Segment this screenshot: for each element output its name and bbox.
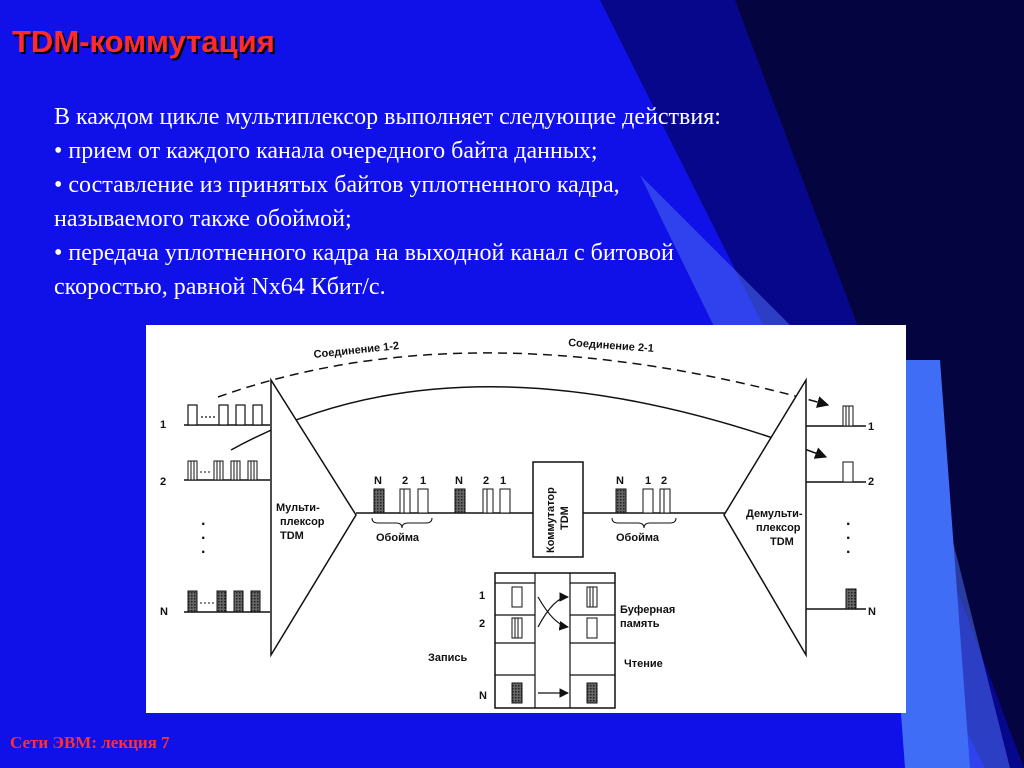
buffer-cross-arrow-1: [537, 596, 569, 631]
right-slot-n: N: [616, 475, 624, 487]
right-frame-brace: [611, 517, 677, 529]
input-ellipsis-1: ·: [201, 516, 206, 533]
tdm-switch-box: [532, 461, 584, 558]
read-label: Чтение: [624, 658, 663, 670]
buffer-row-1: 1: [479, 590, 485, 602]
input-channel-2-bytes: [187, 460, 258, 481]
output-ellipsis-2: ·: [846, 530, 851, 547]
left-slot-n-2: N: [455, 475, 463, 487]
connection-1-2-arc: [217, 352, 830, 408]
demultiplexer-shape: [723, 377, 807, 658]
bullet-2-line-1: • составление из принятых байтов уплотне…: [54, 172, 620, 198]
buffer-cross-arrow-2: [537, 592, 569, 628]
left-frame-label: Обойма: [376, 532, 420, 544]
input-ellipsis-3: ·: [201, 544, 206, 561]
left-slot-2-2: 2: [483, 475, 489, 487]
left-frame-slots: [373, 488, 511, 514]
tdm-switch-label-1: Коммутатор: [545, 487, 557, 553]
buffer-row-2: 2: [479, 618, 485, 630]
left-frame-brace: [371, 517, 433, 529]
input-ellipsis-2: ·: [201, 530, 206, 547]
input-label-2: 2: [160, 476, 166, 488]
right-frame-slots: [615, 488, 671, 514]
demultiplexer-label-1: Демульти-: [746, 508, 803, 520]
bullet-3-line-2: скоростью, равной Nx64 Кбит/с.: [54, 274, 386, 300]
input-label-1: 1: [160, 419, 166, 431]
multiplexer-shape: [270, 377, 357, 658]
input-channel-n-bytes: [187, 590, 261, 613]
right-slot-2: 2: [661, 475, 667, 487]
input-label-n: N: [160, 606, 168, 618]
input-channel-1-bytes: [187, 404, 263, 426]
bullet-3-line-1: • передача уплотненного кадра на выходно…: [54, 240, 674, 266]
intro-line: В каждом цикле мультиплексор выполняет с…: [54, 104, 721, 130]
buffer-memory-label-1: Буферная: [620, 604, 675, 616]
bullet-2-line-2: называемого также обоймой;: [54, 206, 352, 232]
connection-2-1-arc: [230, 386, 828, 459]
bullet-1: • прием от каждого канала очередного бай…: [54, 138, 598, 164]
slide-title: TDM-коммутация: [12, 24, 275, 59]
left-slot-n: N: [374, 475, 382, 487]
tdm-switch-label-2: TDM: [559, 506, 571, 530]
demultiplexer-label-2: плексор: [756, 522, 801, 534]
write-label: Запись: [428, 652, 468, 664]
buffer-cells: [511, 586, 598, 704]
multiplexer-label-3: TDM: [280, 530, 304, 542]
diagram-svg: Соединение 1-2 Соединение 2-1 1 2 N: [160, 337, 876, 709]
slide-body: В каждом цикле мультиплексор выполняет с…: [54, 100, 874, 304]
output-label-n: N: [868, 606, 876, 618]
left-slot-1-2: 1: [500, 475, 506, 487]
connection-2-1-label: Соединение 2-1: [568, 337, 654, 355]
tdm-switching-diagram: Соединение 1-2 Соединение 2-1 1 2 N: [146, 325, 906, 713]
output-label-2: 2: [868, 476, 874, 488]
slide-footer: Сети ЭВМ: лекция 7: [10, 733, 170, 752]
multiplexer-label-1: Мульти-: [276, 502, 320, 514]
output-channel-bytes: [842, 405, 857, 610]
output-ellipsis-3: ·: [846, 544, 851, 561]
output-ellipsis-1: ·: [846, 516, 851, 533]
multiplexer-label-2: плексор: [280, 516, 325, 528]
demultiplexer-label-3: TDM: [770, 536, 794, 548]
buffer-memory-label-2: память: [620, 618, 660, 630]
left-slot-2: 2: [402, 475, 408, 487]
right-frame-label: Обойма: [616, 532, 660, 544]
output-label-1: 1: [868, 421, 874, 433]
right-slot-1: 1: [645, 475, 651, 487]
buffer-row-n: N: [479, 690, 487, 702]
left-slot-1: 1: [420, 475, 426, 487]
